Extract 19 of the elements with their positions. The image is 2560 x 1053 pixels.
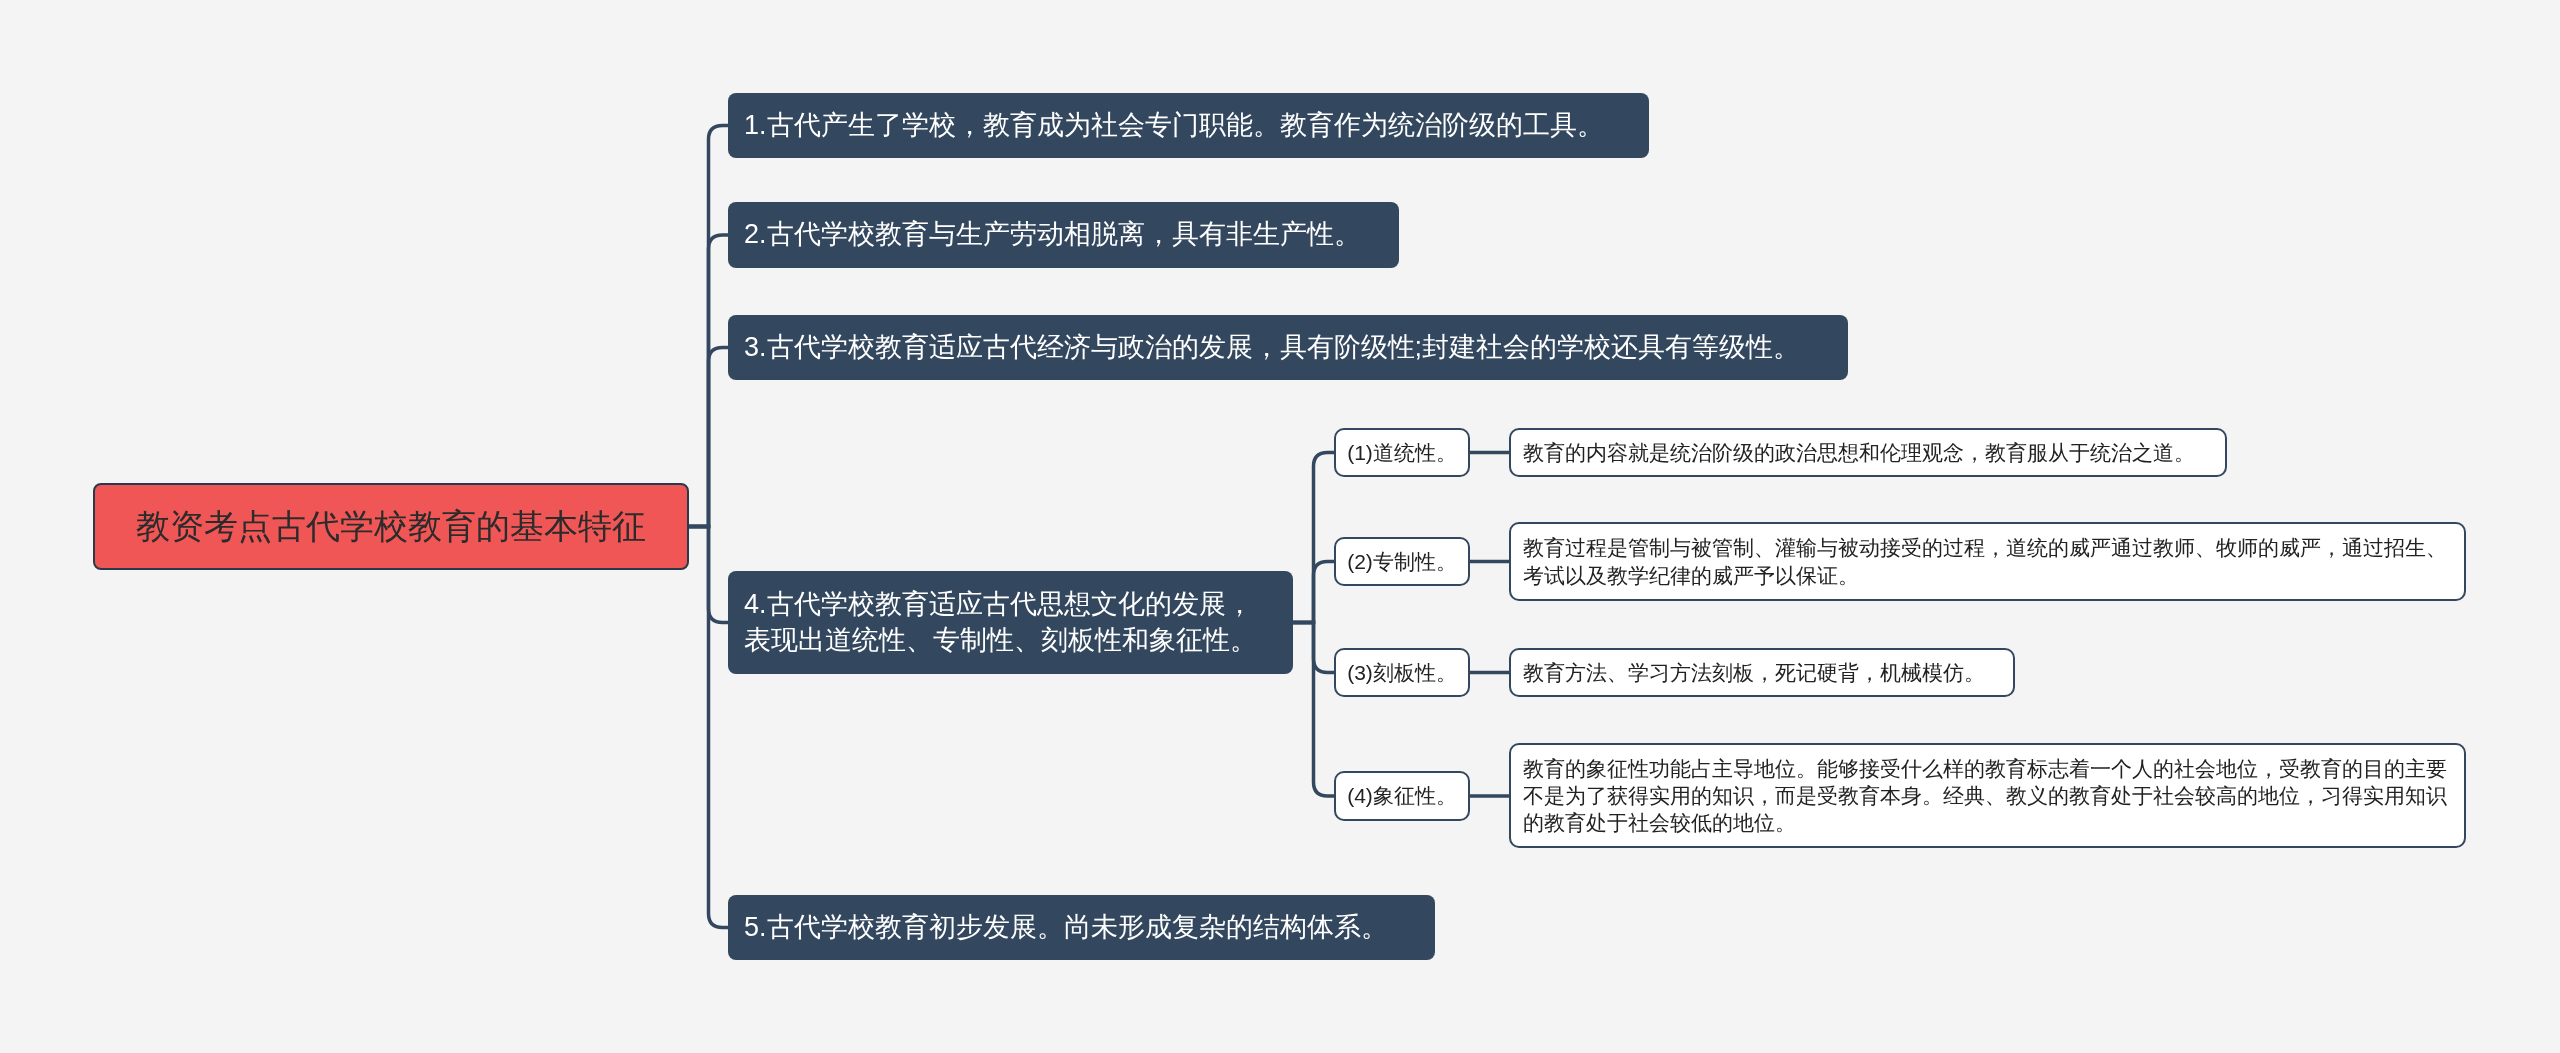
- subtopic-box: (4)象征性。: [1334, 771, 1470, 821]
- connector-line: [1470, 559, 1509, 564]
- detail-box: 教育过程是管制与被管制、灌输与被动接受的过程，道统的威严通过教师、牧师的威严，通过招生、考试以及教学纪律的威严予以保证。: [1509, 522, 2466, 601]
- topic-box: 3.古代学校教育适应古代经济与政治的发展，具有阶级性;封建社会的学校还具有等级性。: [728, 315, 1848, 380]
- title-box: 教资考点古代学校教育的基本特征: [93, 483, 689, 570]
- detail-box: 教育的象征性功能占主导地位。能够接受什么样的教育标志着一个人的社会地位，受教育的目的主要不是为了获得实用的知识，而是受教育本身。经典、教义的教育处于社会较高的地位，习得实用知识的教育处于社会较低的地位。: [1509, 743, 2466, 848]
- connector-line: [1470, 794, 1509, 798]
- topic-box: 2.古代学校教育与生产劳动相脱离，具有非生产性。: [728, 202, 1399, 268]
- connector-line: [1470, 450, 1509, 455]
- topic-box: 1.古代产生了学校，教育成为社会专门职能。教育作为统治阶级的工具。: [728, 93, 1649, 158]
- detail-box: 教育的内容就是统治阶级的政治思想和伦理观念，教育服从于统治之道。: [1509, 428, 2227, 477]
- connector-line: [1293, 620, 1334, 798]
- subtopic-box: (3)刻板性。: [1334, 648, 1470, 697]
- topic-box: 5.古代学校教育初步发展。尚未形成复杂的结构体系。: [728, 895, 1435, 960]
- detail-box: 教育方法、学习方法刻板，死记硬背，机械模仿。: [1509, 648, 2015, 697]
- connector-line: [1470, 670, 1509, 675]
- subtopic-box: (1)道统性。: [1334, 428, 1470, 477]
- subtopic-box: (2)专制性。: [1334, 537, 1470, 586]
- topic-box: 4.古代学校教育适应古代思想文化的发展，表现出道统性、专制性、刻板性和象征性。: [728, 571, 1293, 674]
